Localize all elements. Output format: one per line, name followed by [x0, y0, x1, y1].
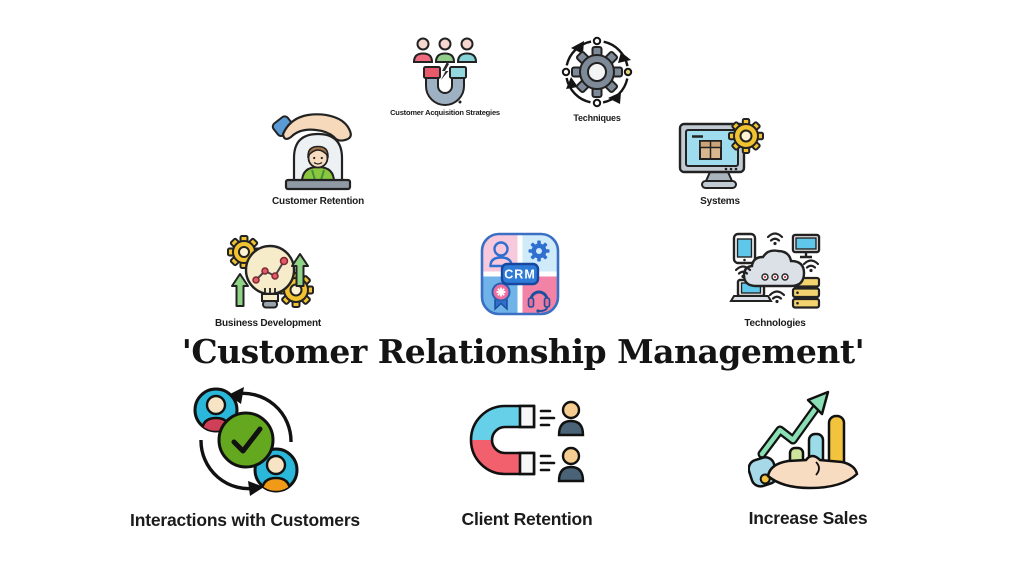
- computer-gear-icon: [678, 118, 764, 189]
- gear-cycle-icon: [561, 36, 633, 108]
- node-label: Increase Sales: [748, 508, 868, 528]
- node-customer-acquisition-strategies: Customer Acquisition Strategies: [370, 36, 520, 117]
- crm-badge-label: CRM: [504, 268, 535, 282]
- node-crm-center: CRM: [476, 230, 564, 320]
- node-label: Technologies: [744, 318, 806, 329]
- node-label: Techniques: [573, 113, 621, 123]
- magnet-clients-icon: [469, 400, 584, 483]
- node-systems: Systems: [664, 110, 776, 207]
- node-techniques: Techniques: [552, 32, 642, 124]
- node-label: Customer Retention: [272, 196, 364, 207]
- node-customer-retention: Customer Retention: [258, 104, 378, 207]
- node-label: Systems: [700, 196, 740, 207]
- magnet-people-icon: [412, 37, 478, 106]
- customer-exchange-check-icon: [193, 387, 298, 496]
- cloud-devices-icon: [729, 232, 821, 309]
- node-label: Interactions with Customers: [130, 510, 360, 530]
- hand-growth-chart-icon: [748, 390, 859, 490]
- hand-protecting-customer-icon: [271, 113, 352, 191]
- node-interactions-with-customers: Interactions with Customers: [130, 382, 360, 530]
- node-label: Business Development: [214, 318, 322, 329]
- node-label: Client Retention: [461, 509, 593, 529]
- crm-app-icon: CRM: [480, 232, 560, 316]
- node-label: Customer Acquisition Strategies: [390, 108, 500, 117]
- page-title: 'Customer Relationship Management': [181, 332, 865, 371]
- node-increase-sales: Increase Sales: [728, 380, 888, 528]
- idea-growth-gears-icon: [227, 235, 314, 309]
- node-client-retention: Client Retention: [442, 388, 612, 529]
- node-technologies: Technologies: [717, 230, 833, 329]
- node-business-development: Business Development: [203, 228, 333, 329]
